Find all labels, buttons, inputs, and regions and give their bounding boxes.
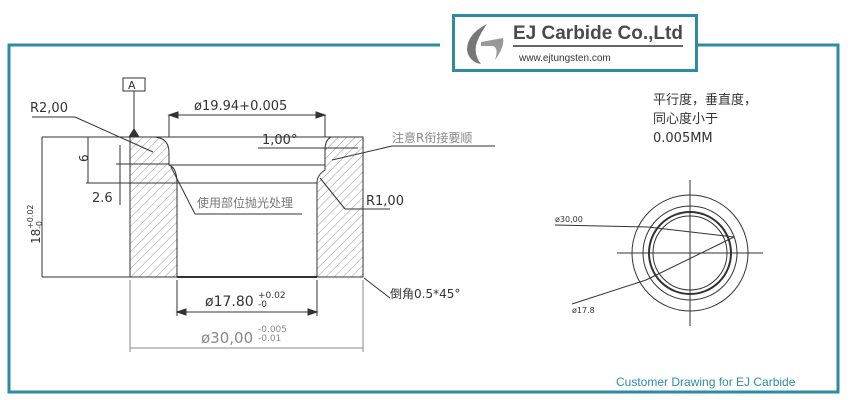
outer-dia-label: ø30,00 bbox=[201, 329, 253, 347]
height-tol-upper: +0.02 bbox=[26, 204, 35, 229]
company-name: EJ Carbide Co.,Ltd bbox=[513, 23, 683, 47]
bore-dia-label: ø17.80 bbox=[205, 294, 254, 310]
bore-tol-upper: +0.02 bbox=[258, 291, 286, 301]
r-inner-label: R1,00 bbox=[366, 194, 404, 209]
ej-logo-mark-icon bbox=[467, 24, 504, 64]
circle-outer-label: ø30,00 bbox=[555, 215, 583, 224]
bore-top-dia-label: ø19.94+0.005 bbox=[194, 99, 287, 114]
bore-tol-lower: -0 bbox=[258, 300, 267, 310]
height-tol-lower: -0 bbox=[35, 221, 44, 229]
datum-label: A bbox=[128, 79, 136, 92]
tolerance-note-1: 平行度，垂直度， bbox=[653, 92, 757, 108]
chamfer-top-label: 1,00° bbox=[262, 133, 297, 148]
chamfer-note: 倒角0.5*45° bbox=[390, 287, 460, 301]
r-top-left-label: R2,00 bbox=[30, 101, 68, 116]
drawing-caption: Customer Drawing for EJ Carbide bbox=[616, 375, 796, 389]
r-transition-note: 注意R衔接要顺 bbox=[392, 130, 472, 145]
outer-tol-lower: -0.01 bbox=[258, 334, 281, 344]
company-logo: EJ Carbide Co.,Ltd www.ejtungsten.com bbox=[452, 14, 698, 72]
polish-note: 使用部位抛光处理 bbox=[197, 195, 293, 210]
depth-6-label: 6 bbox=[77, 154, 91, 162]
tolerance-note-3: 0.005MM bbox=[653, 131, 713, 146]
outer-tol-upper: -0.005 bbox=[258, 325, 287, 335]
height-dim-label: 18 bbox=[29, 229, 43, 244]
circle-inner-label: ø17.8 bbox=[572, 306, 595, 315]
end-view bbox=[554, 180, 763, 326]
section-view bbox=[32, 77, 495, 352]
company-website[interactable]: www.ejtungsten.com bbox=[519, 53, 611, 64]
frame-border bbox=[7, 43, 840, 394]
left-wall-hatch bbox=[129, 136, 178, 278]
dim-2-6-label: 2.6 bbox=[92, 191, 113, 206]
tolerance-note-2: 同心度小于 bbox=[653, 111, 718, 127]
